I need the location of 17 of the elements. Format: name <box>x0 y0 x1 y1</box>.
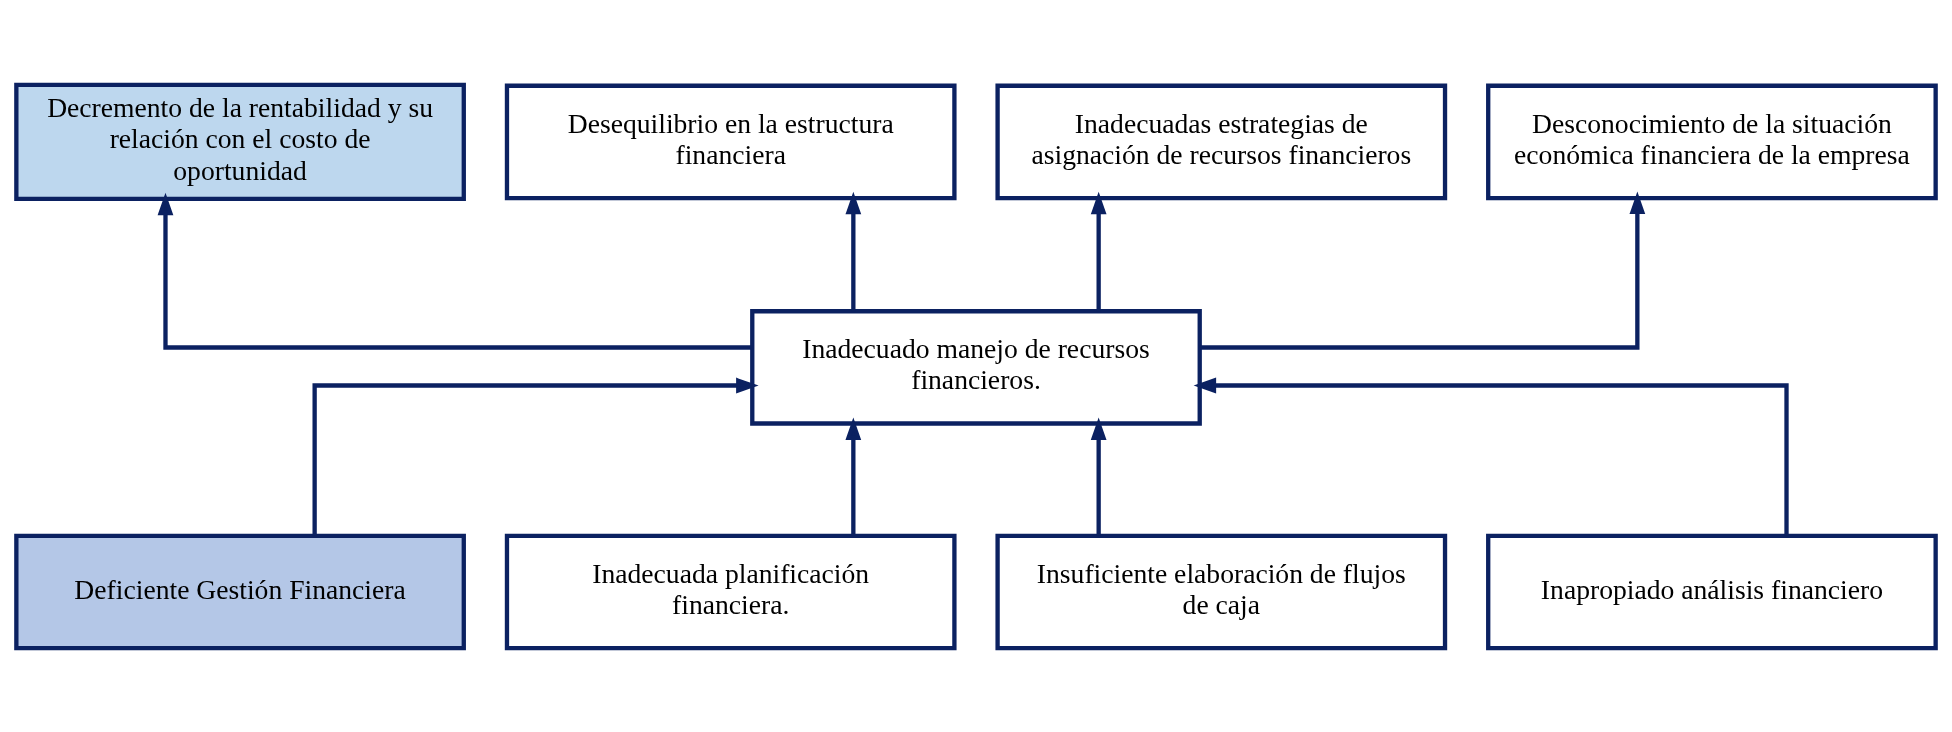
node-box: Desconocimiento de la situación económica financiera de la empresa <box>1486 83 1938 200</box>
node-box: Desequilibrio en la estructura financiera <box>504 83 957 200</box>
arrow <box>312 377 759 536</box>
node-box: Inadecuadas estrategias de asignación de recursos financieros <box>995 83 1448 200</box>
arrow <box>157 192 752 350</box>
arrow <box>1090 191 1107 311</box>
arrow <box>1193 377 1789 536</box>
node-box: Inadecuado manejo de recursos financieros. <box>750 308 1202 426</box>
node-box: Deficiente Gestión Financiera <box>14 533 466 650</box>
node-box: Insuficiente elaboración de flujos de caja <box>995 533 1448 650</box>
node-box: Decremento de la rentabilidad y su relación con el costo de oportunidad <box>14 82 466 201</box>
arrow <box>845 416 862 535</box>
node-box: Inapropiado análisis financiero <box>1486 533 1938 650</box>
arrow <box>845 191 862 311</box>
arrow <box>1090 416 1107 535</box>
node-box: Inadecuada planificación financiera. <box>504 533 957 650</box>
arrow <box>1199 191 1646 350</box>
